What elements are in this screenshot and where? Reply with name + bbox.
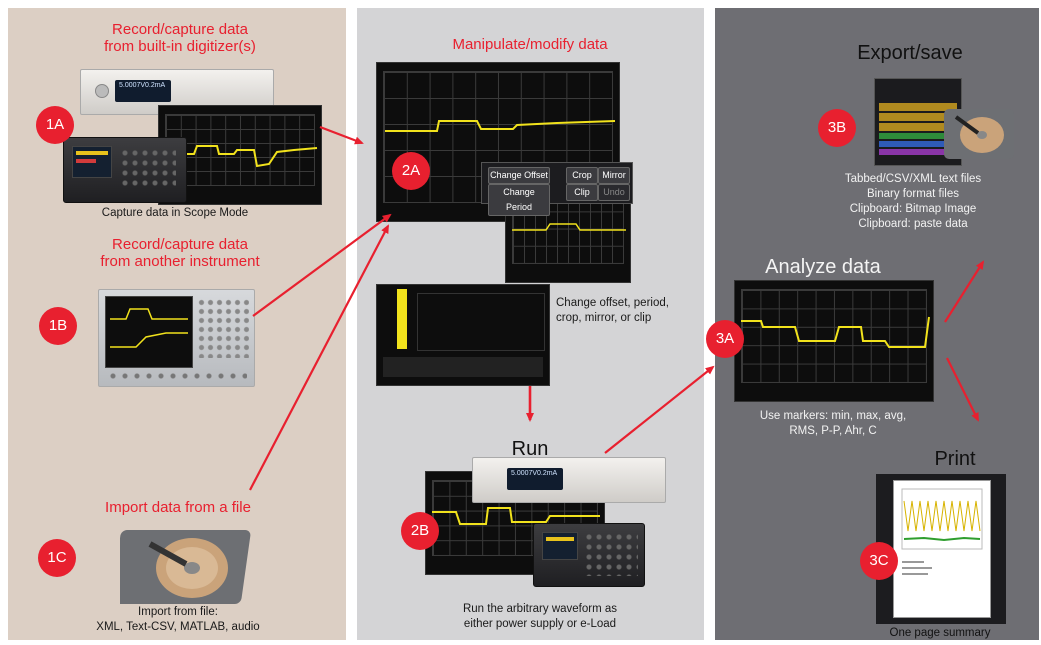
heading-1c: Import data from a file — [105, 499, 251, 516]
power-supply-display: 5.0007V 0.2mA — [115, 80, 171, 102]
analyze-trace — [741, 316, 930, 348]
modified-trace — [512, 223, 626, 231]
oscilloscope-controls — [197, 298, 249, 358]
badge-2b: 2B — [401, 512, 439, 550]
print-page-chart — [901, 488, 983, 575]
hard-drive-image-1c — [120, 530, 251, 604]
hard-drive-image-3b — [944, 109, 1014, 159]
caption-3c: One page summary — [889, 627, 991, 639]
arrow-1a-to-2a — [319, 125, 364, 145]
clip-controls — [383, 357, 543, 377]
arrow-3a-to-3b — [944, 260, 985, 323]
heading-1b-line-1: Record/capture data — [112, 236, 248, 253]
heading-1b-line-2: from another instrument — [100, 253, 260, 270]
clip-preview-screenshot — [376, 284, 550, 386]
edit-toolbar: Change Offset Crop Mirror Change Period … — [481, 162, 633, 216]
undo-button[interactable]: Undo — [598, 184, 630, 201]
heading-2b: Run — [511, 438, 549, 460]
oscilloscope-screen — [105, 296, 193, 368]
analyze-grid — [741, 289, 927, 383]
caption-2a-line-1: Change offset, period, — [556, 297, 669, 309]
heading-3c: Print — [934, 448, 976, 470]
caption-1c: Import from file: XML, Text-CSV, MATLAB,… — [78, 605, 278, 635]
caption-3a-line-1: Use markers: min, max, avg, — [759, 410, 907, 422]
display-current: 0.2mA — [145, 82, 166, 89]
caption-1a: Capture data in Scope Mode — [101, 207, 249, 219]
arrow-3a-to-3c — [946, 357, 979, 422]
oscilloscope-image — [98, 289, 255, 387]
badge-3c: 3C — [860, 542, 898, 580]
caption-2b-line-1: Run the arbitrary waveform as — [462, 603, 618, 615]
heading-1a: Record/capture data from built-in digiti… — [80, 21, 280, 55]
run-analyzer-image — [533, 523, 645, 587]
badge-1b: 1B — [39, 307, 77, 345]
analyzer-buttons — [120, 148, 176, 188]
oscilloscope-inputs — [107, 372, 247, 380]
run-power-supply-image: 5.0007V 0.2mA — [472, 457, 666, 503]
crop-button[interactable]: Crop — [566, 167, 598, 184]
caption-1c-line-2: XML, Text-CSV, MATLAB, audio — [96, 621, 260, 633]
arrow-1b-to-2a — [252, 213, 392, 317]
clip-button[interactable]: Clip — [566, 184, 598, 201]
change-offset-button[interactable]: Change Offset — [488, 167, 550, 184]
heading-1a-line-2: from built-in digitizer(s) — [104, 38, 256, 55]
change-period-button[interactable]: Change Period — [488, 184, 550, 216]
power-knob — [95, 84, 109, 98]
badge-3b: 3B — [818, 109, 856, 147]
heading-3a: Analyze data — [765, 256, 881, 278]
display-voltage: 5.0007V — [119, 82, 146, 89]
badge-1a: 1A — [36, 106, 74, 144]
editor-trace — [385, 120, 616, 132]
print-page — [893, 480, 991, 618]
caption-2b-line-2: either power supply or e-Load — [463, 618, 617, 630]
badge-1c: 1C — [38, 539, 76, 577]
arrow-1c-to-2a — [249, 224, 389, 491]
run-display-voltage: 5.0007V — [511, 470, 538, 477]
run-trace — [432, 507, 600, 525]
heading-1a-line-1: Record/capture data — [112, 21, 248, 38]
caption-3b-line-3: Clipboard: Bitmap Image — [849, 203, 977, 215]
heading-3b: Export/save — [857, 42, 963, 64]
analyze-scope-screenshot — [734, 280, 934, 402]
caption-3b: Tabbed/CSV/XML text files Binary format … — [843, 172, 983, 232]
caption-3b-line-2: Binary format files — [866, 188, 960, 200]
run-display: 5.0007V 0.2mA — [507, 468, 563, 490]
power-analyzer-image — [63, 137, 187, 203]
clip-selection — [397, 289, 407, 349]
badge-3a: 3A — [706, 320, 744, 358]
run-display-current: 0.2mA — [537, 470, 558, 477]
analyzer-screen — [72, 146, 112, 178]
caption-3b-line-1: Tabbed/CSV/XML text files — [844, 173, 982, 185]
caption-2a-line-2: crop, mirror, or clip — [556, 312, 652, 324]
arrow-2b-to-3a — [604, 365, 715, 454]
badge-2a: 2A — [392, 152, 430, 190]
scope-trace — [167, 145, 318, 168]
caption-3a-line-2: RMS, P-P, Ahr, C — [789, 425, 877, 437]
heading-1b: Record/capture data from another instrum… — [80, 236, 280, 270]
caption-3b-line-4: Clipboard: paste data — [858, 218, 968, 230]
caption-3a: Use markers: min, max, avg, RMS, P-P, Ah… — [748, 409, 918, 439]
caption-2a: Change offset, period, crop, mirror, or … — [556, 296, 694, 326]
caption-2b: Run the arbitrary waveform as either pow… — [440, 602, 640, 632]
caption-1c-line-1: Import from file: — [138, 606, 218, 618]
clip-area — [417, 293, 545, 351]
print-preview-frame — [876, 474, 1006, 624]
heading-2a: Manipulate/modify data — [452, 36, 608, 53]
mirror-button[interactable]: Mirror — [598, 167, 630, 184]
